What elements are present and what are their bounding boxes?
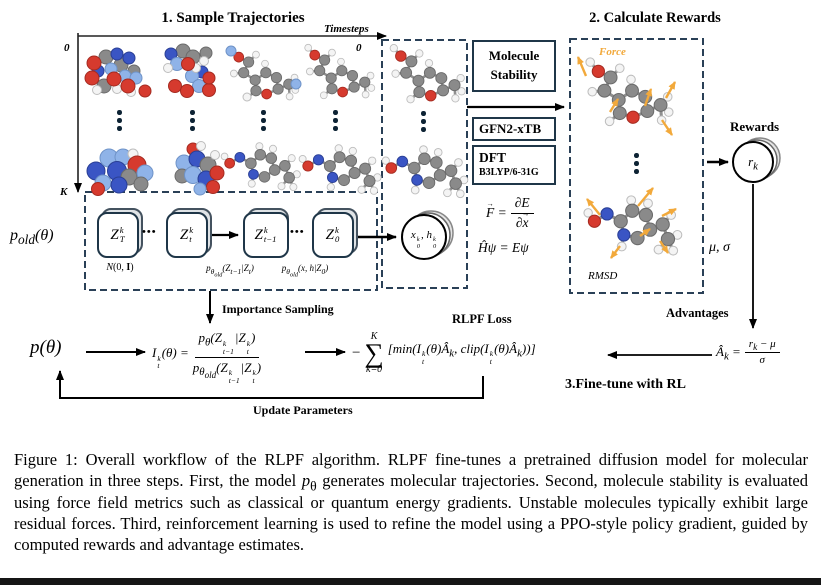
axis-zero-right: 0 — [356, 42, 362, 54]
molecule-blob-2 — [174, 141, 225, 196]
step1-title: 1. Sample Trajectories — [161, 10, 305, 26]
molecule-noisy-1 — [84, 47, 152, 98]
decoder-label: pθold(x, h|Z0) — [281, 263, 329, 279]
molecule-clean-b — [219, 141, 302, 192]
axis-k-label: K — [60, 186, 68, 198]
update-parameters-label: Update Parameters — [253, 403, 353, 417]
axis-zero-left: 0 — [64, 42, 70, 54]
ellipsis-col-4 — [333, 110, 338, 131]
gfn2-xtb-box: GFN2-xTB — [472, 117, 556, 141]
timesteps-axis-label: Timesteps — [324, 23, 369, 35]
reward-rk-label: rk — [748, 154, 758, 173]
diagram-graphics — [56, 32, 781, 399]
molecule-stability-box: Molecule Stability — [472, 40, 556, 92]
advantages-label: Advantages — [666, 306, 729, 320]
summation-symbol: K ∑ k=0 — [364, 331, 384, 375]
dft-box: DFT B3LYP/6-31G — [472, 145, 556, 185]
molecule-partial — [227, 45, 301, 102]
molecule-force-a — [584, 56, 675, 128]
page-bottom-rule — [0, 578, 821, 585]
molecule-final-top — [388, 43, 467, 105]
chain-dots-1: ••• — [142, 226, 157, 238]
p-old-label: pold(θ) — [10, 227, 54, 248]
figure-caption: Figure 1: Overall workflow of the RLPF a… — [14, 450, 809, 555]
molecule-noisy-2 — [163, 43, 216, 98]
force-annotation: Force — [599, 46, 626, 58]
ellipsis-final-col — [421, 111, 426, 132]
p-theta-label: p(θ) — [30, 337, 62, 358]
molecule-force-b — [582, 194, 684, 257]
molecule-final-bottom — [380, 144, 470, 200]
prior-label: N(0, I) — [106, 262, 134, 273]
workflow-diagram: 1. Sample Trajectories Timesteps 0 0 K 2… — [0, 0, 821, 432]
molecule-clean-a — [303, 43, 377, 100]
transition-label: pθold(Zt−1|Zt) — [206, 263, 254, 279]
rlpf-loss-label: RLPF Loss — [452, 312, 512, 326]
rmsd-label: RMSD — [588, 270, 618, 282]
step2-title: 2. Calculate Rewards — [589, 10, 721, 26]
step3-title: 3.Fine-tune with RL — [565, 377, 686, 392]
molecule-clean-b2 — [297, 143, 383, 196]
chain-dots-2: ••• — [290, 226, 305, 238]
force-equation: F = ∂E∂x — [486, 195, 534, 231]
mu-sigma-label: μ, σ — [709, 240, 730, 255]
ellipsis-force-col — [634, 153, 639, 174]
importance-sampling-label: Importance Sampling — [222, 302, 334, 316]
ellipsis-col-1 — [117, 110, 122, 131]
ellipsis-col-3 — [261, 110, 266, 131]
ellipsis-col-2 — [190, 110, 195, 131]
molecule-blob-1 — [86, 148, 154, 196]
rewards-label: Rewards — [730, 119, 780, 134]
schrodinger-equation: Ĥψ = Eψ — [478, 240, 529, 255]
